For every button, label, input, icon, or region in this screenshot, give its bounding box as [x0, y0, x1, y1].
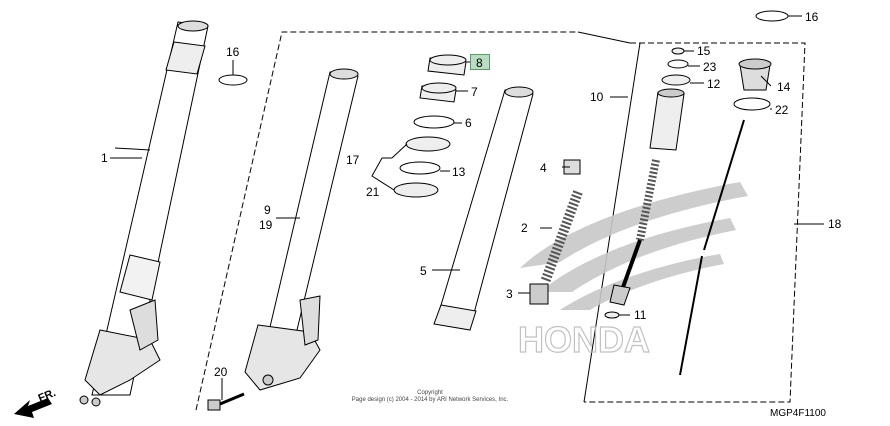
callout-5[interactable]: 5	[420, 264, 427, 278]
copyright-notice: Copyright Page design (c) 2004 - 2014 by…	[330, 390, 530, 404]
callout-16b[interactable]: 16	[226, 45, 240, 59]
damper-cartridge	[604, 47, 691, 319]
callout-18[interactable]: 18	[828, 217, 842, 231]
callout-10[interactable]: 10	[590, 90, 604, 104]
callout-3[interactable]: 3	[506, 287, 513, 301]
fork-assembly-left	[79, 20, 209, 407]
honda-watermark: HONDA	[517, 182, 748, 361]
o-ring-left	[218, 74, 248, 86]
callout-12[interactable]: 12	[707, 77, 721, 91]
callout-9[interactable]: 9	[264, 203, 271, 217]
seal-stack	[393, 54, 467, 198]
o-ring-top	[755, 10, 789, 22]
copyright-line-1: Copyright	[417, 390, 443, 396]
fork-cap-and-rod	[679, 58, 772, 376]
diagram-code: MGP4F1100	[770, 408, 826, 419]
group-boundary	[195, 31, 806, 411]
callout-14[interactable]: 14	[777, 80, 791, 94]
callout-4[interactable]: 4	[540, 161, 547, 175]
callout-20[interactable]: 20	[214, 365, 228, 379]
callout-2[interactable]: 2	[521, 221, 528, 235]
callout-15[interactable]: 15	[697, 44, 711, 58]
bolt	[207, 392, 245, 411]
callout-7[interactable]: 7	[471, 85, 478, 99]
callout-21[interactable]: 21	[366, 185, 380, 199]
callout-23[interactable]: 23	[703, 60, 717, 74]
leader-lines	[110, 15, 824, 400]
callout-13[interactable]: 13	[452, 165, 466, 179]
honda-text: HONDA	[518, 319, 650, 360]
front-arrow-icon: FR.	[14, 387, 58, 418]
spring-parts	[529, 159, 583, 305]
highlighted-part-box[interactable]	[470, 54, 490, 70]
copyright-line-2: Page design (c) 2004 - 2014 by ARI Netwo…	[351, 397, 509, 403]
callout-19[interactable]: 19	[259, 218, 273, 232]
callout-1[interactable]: 1	[101, 151, 108, 165]
callout-17[interactable]: 17	[346, 153, 360, 167]
inner-tube	[433, 86, 534, 331]
outer-tube	[244, 68, 359, 391]
front-label: FR.	[37, 387, 58, 405]
callout-8[interactable]: 8	[476, 56, 483, 70]
callout-16a[interactable]: 16	[805, 10, 819, 24]
callout-6[interactable]: 6	[465, 116, 472, 130]
callout-22[interactable]: 22	[775, 103, 789, 117]
callout-11[interactable]: 11	[634, 308, 647, 322]
